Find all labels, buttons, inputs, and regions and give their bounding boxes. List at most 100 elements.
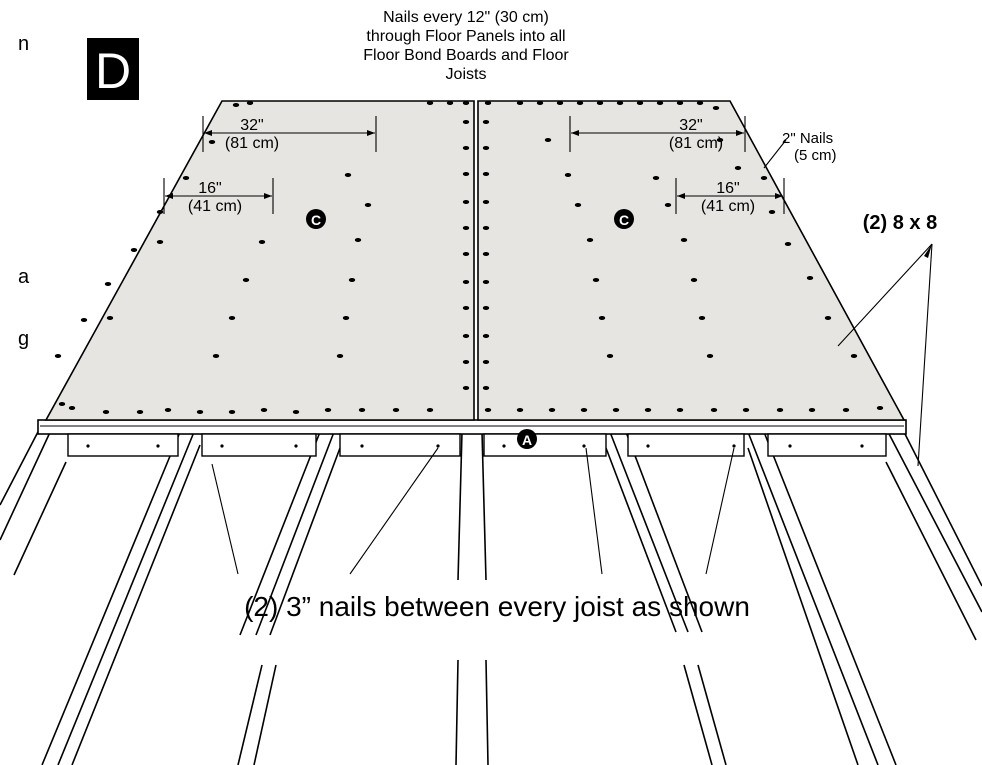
bottom-note: (2) 3” nails between every joist as show… [244, 591, 750, 622]
nail-dot [482, 360, 490, 364]
nail-dot [106, 316, 114, 320]
nail-dot [462, 101, 470, 105]
nail-dot [548, 408, 556, 412]
top-note-line: Nails every 12" (30 cm) [383, 9, 549, 26]
dimension-metric: (81 cm) [225, 135, 279, 152]
nail-dot [324, 408, 332, 412]
nail-dot [208, 140, 216, 144]
nail-dot [876, 406, 884, 410]
nail-dot [612, 408, 620, 412]
nail-dot [348, 278, 356, 282]
nail-dot [824, 316, 832, 320]
nail-dot [462, 360, 470, 364]
nails-2in-metric: (5 cm) [794, 147, 837, 164]
nail-dot [54, 354, 62, 358]
nail-dot [242, 278, 250, 282]
dimension-value: 16" [198, 180, 221, 197]
nail-dot [586, 238, 594, 242]
nail-dot [228, 316, 236, 320]
nail-dot [734, 166, 742, 170]
nail-dot [482, 306, 490, 310]
nail-dot [258, 240, 266, 244]
nail-dot [156, 210, 164, 214]
nail-dot [358, 408, 366, 412]
nail-dot [784, 242, 792, 246]
nail-dot [462, 146, 470, 150]
nail-dot [760, 176, 768, 180]
nail-dot [136, 410, 144, 414]
nail-dot [336, 354, 344, 358]
nail-dot [462, 334, 470, 338]
nail-dot [712, 106, 720, 110]
step-letter: D [95, 43, 131, 99]
nail-dot [690, 278, 698, 282]
nail-dot [482, 200, 490, 204]
floor-panels [44, 100, 906, 421]
nail-dot [130, 248, 138, 252]
nail-dot [482, 334, 490, 338]
dimension-metric: (41 cm) [701, 198, 755, 215]
nail-dot [596, 101, 604, 105]
nail-dot [482, 252, 490, 256]
nail-dot [354, 238, 362, 242]
nail-dot [182, 176, 190, 180]
nail-dot [664, 203, 672, 207]
nail-dot [426, 408, 434, 412]
floor-joists [0, 427, 982, 765]
nail-dot [556, 101, 564, 105]
nails-2in-callout: 2" Nails (5 cm) [763, 130, 837, 169]
floor-bond-board [37, 419, 907, 457]
dimension-metric: (81 cm) [669, 135, 723, 152]
nail-dot [104, 282, 112, 286]
part-marker-letter: C [619, 212, 629, 228]
nail-dot [292, 410, 300, 414]
nail-dot [164, 408, 172, 412]
beam-label-callout: (2) 8 x 8 [837, 212, 937, 467]
nail-dot [462, 306, 470, 310]
nail-dot [102, 410, 110, 414]
part-marker-c-right: C [614, 209, 634, 229]
nail-dot [462, 280, 470, 284]
top-note: Nails every 12" (30 cm) through Floor Pa… [363, 9, 569, 83]
nail-dot [482, 280, 490, 284]
part-marker-c-left: C [306, 209, 326, 229]
nail-dot [580, 408, 588, 412]
nail-dot [776, 408, 784, 412]
nail-dot [574, 203, 582, 207]
edge-text-fragment: n [18, 33, 29, 55]
nail-dot [598, 316, 606, 320]
nail-dot [260, 408, 268, 412]
nail-dot [246, 101, 254, 105]
dimension-value: 16" [716, 180, 739, 197]
part-marker-letter: A [522, 432, 532, 448]
nail-dot [644, 408, 652, 412]
nail-dot [462, 252, 470, 256]
nail-dot [482, 386, 490, 390]
part-marker-a: A [517, 429, 537, 449]
nail-dot [392, 408, 400, 412]
nail-dot [808, 408, 816, 412]
nails-2in-label: 2" Nails [782, 130, 833, 147]
nail-dot [592, 278, 600, 282]
dimension-left-16: 16" (41 cm) [163, 178, 274, 215]
nail-dot [68, 406, 76, 410]
floor-panel-right [477, 100, 906, 421]
nail-dot [482, 172, 490, 176]
bottom-note-callout: (2) 3” nails between every joist as show… [211, 447, 750, 622]
nail-dot [536, 101, 544, 105]
nail-dot [710, 408, 718, 412]
edge-text-fragment: g [18, 328, 29, 350]
part-marker-letter: C [311, 212, 321, 228]
nail-dot [850, 354, 858, 358]
nail-dot [482, 146, 490, 150]
nail-dot [842, 408, 850, 412]
nail-dot [80, 318, 88, 322]
nail-dot [484, 408, 492, 412]
nail-dot [742, 408, 750, 412]
nail-dot [696, 101, 704, 105]
nail-dot [652, 176, 660, 180]
nail-dot [212, 354, 220, 358]
nail-dot [516, 101, 524, 105]
nail-dot [806, 276, 814, 280]
